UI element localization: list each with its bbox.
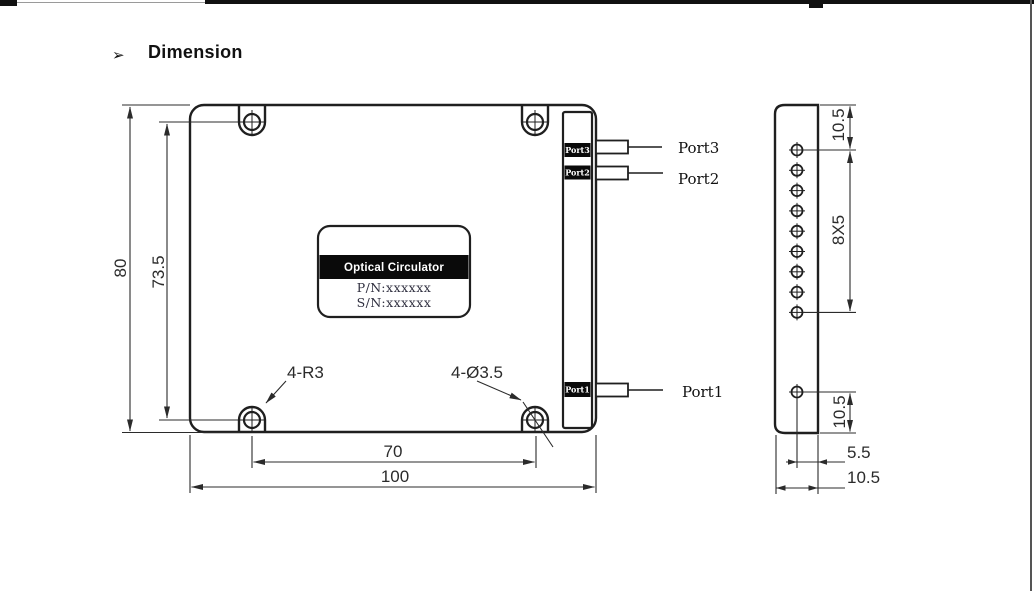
port2-connector: [595, 165, 629, 181]
side-view: [773, 103, 820, 435]
label-plate: Optical Circulator P/N:xxxxxx S/N:xxxxxx: [316, 224, 472, 319]
port3-connector: [595, 139, 629, 155]
top-border-left-segment: [0, 0, 17, 6]
label-plate-title: Optical Circulator: [344, 262, 444, 274]
label-plate-serial-number: S/N:xxxxxx: [357, 295, 432, 310]
leader-corner-radius: [265, 380, 287, 404]
port3-strip-label-bg: [564, 143, 591, 157]
section-heading: Dimension: [148, 42, 243, 62]
dim-width-label: 100: [381, 467, 409, 486]
port2-strip-label: Port2: [565, 168, 590, 178]
port2-strip-label-bg: [564, 165, 591, 180]
leader-hole-diameter: [476, 380, 522, 401]
heading-arrow-bullet: ➢: [112, 47, 125, 64]
arrowhead: [776, 485, 786, 491]
dim-top-offset-label: 10.5: [829, 108, 848, 141]
label-plate-band: [319, 255, 469, 279]
arrowhead: [818, 459, 827, 465]
leader-hole-diameter-tail: [522, 401, 554, 448]
dim-height-label: 80: [111, 259, 130, 278]
screw-holes: [240, 110, 547, 432]
arrowhead: [788, 459, 797, 465]
mount-slot-bottom-right: [520, 405, 550, 431]
connector-strip-outline: [561, 110, 594, 430]
port2-callout: Port2: [678, 170, 719, 188]
port1-strip-label-bg: [564, 382, 591, 397]
top-border-right-segment: [205, 0, 1034, 4]
page-right-border: [1030, 0, 1032, 591]
mount-slot-top-right: [520, 106, 550, 137]
side-view-dimensions: [775, 104, 856, 494]
port3-callout: Port3: [678, 139, 719, 157]
label-plate-part-number: P/N:xxxxxx: [357, 280, 432, 295]
dim-center-to-edge-label: 5.5: [847, 443, 871, 462]
dim-hole-pitch-h-label: 70: [384, 442, 403, 461]
side-panel-holes: [789, 142, 805, 400]
port1-strip-label: Port1: [565, 385, 590, 395]
port-connectors: [595, 139, 663, 398]
port1-callout: Port1: [682, 383, 723, 401]
front-view-dimensions: [122, 104, 597, 493]
dim-bottom-offset-label: 10.5: [830, 395, 849, 428]
dim-depth-label: 10.5: [847, 468, 880, 487]
mount-slot-bottom-left: [237, 405, 267, 431]
mount-slot-top-left: [237, 106, 267, 137]
port3-strip-label: Port3: [565, 145, 590, 155]
front-view: Optical Circulator P/N:xxxxxx S/N:xxxxxx…: [188, 103, 663, 434]
dim-hole-pattern-label: 8X5: [829, 215, 848, 245]
port1-connector: [595, 382, 629, 398]
corner-radius-note: 4-R3: [287, 363, 324, 382]
connector-strip: Port3 Port2 Port1: [561, 110, 594, 430]
dim-hole-pitch-v-label: 73.5: [149, 255, 168, 288]
arrowhead: [808, 485, 818, 491]
top-border-tab: [809, 0, 823, 8]
hole-diameter-note: 4-Ø3.5: [451, 363, 503, 382]
